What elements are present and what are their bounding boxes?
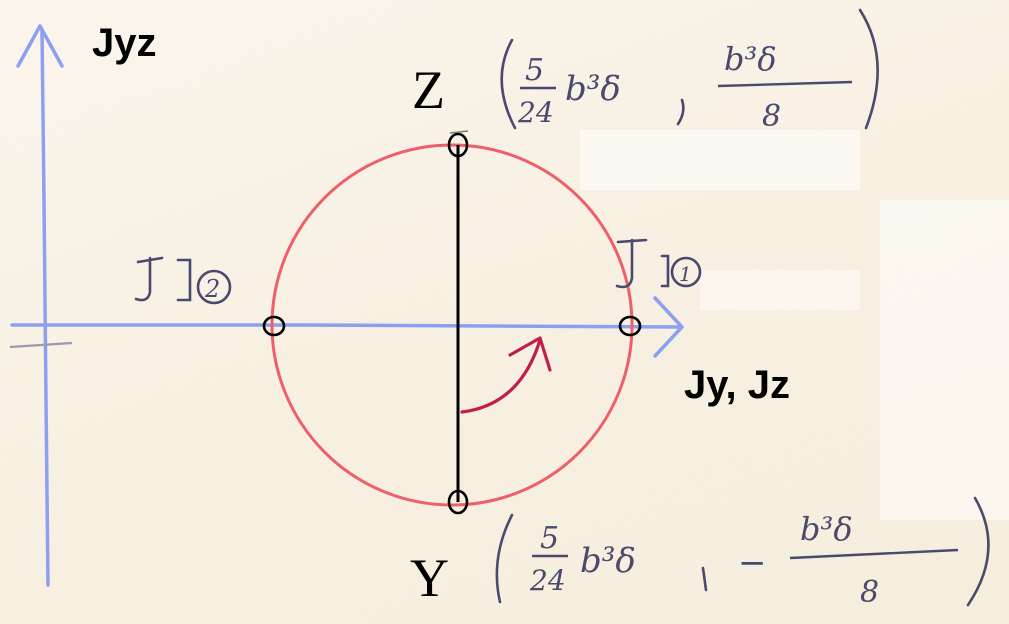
left-principal-label-index: 2	[204, 275, 220, 303]
vertical-axis-label: Jyz	[92, 21, 157, 65]
horizontal-axis-label: Jy, Jz	[684, 363, 790, 407]
top-comma	[676, 98, 685, 126]
bottom-y-sign: −	[738, 543, 767, 583]
bottom-x-denominator: 24	[529, 564, 566, 597]
horizontal-axis-arrowhead	[653, 296, 684, 358]
top-x-numerator: 5	[525, 53, 544, 88]
rotation-arrowhead	[508, 336, 552, 372]
point-top-tick	[449, 130, 469, 134]
point-bottom	[447, 489, 469, 515]
left-principal-label: 2	[134, 256, 232, 305]
bottom-y-numerator: b³δ	[800, 510, 853, 548]
top-y-numerator: b³δ	[724, 40, 777, 78]
top-x-variable: b³δ	[565, 69, 621, 109]
bottom-x-variable: b³δ	[580, 541, 636, 581]
mohr-circle	[270, 143, 634, 507]
point-top-label: Z	[412, 60, 445, 120]
point-bottom-label: Y	[410, 548, 449, 608]
rotation-arrow	[460, 338, 542, 414]
top-y-denominator: 8	[762, 99, 781, 134]
paper-patch	[580, 130, 860, 190]
point-right	[618, 315, 642, 337]
origin-tick	[9, 341, 73, 349]
bottom-x-numerator: 5	[540, 521, 559, 556]
top-coordinate: 5 24 b³δ b³δ 8	[500, 8, 879, 134]
point-left	[262, 315, 286, 337]
paper-patch	[700, 270, 860, 310]
right-principal-label: 1	[615, 238, 702, 289]
vertical-axis	[40, 28, 50, 587]
paper-patch	[880, 200, 1009, 520]
bottom-coordinate: 5 24 b³δ − b³δ 8	[495, 496, 990, 610]
bottom-comma	[701, 566, 708, 592]
vertical-axis-arrowhead	[16, 24, 64, 68]
bottom-y-denominator: 8	[860, 575, 879, 610]
point-top	[447, 132, 469, 158]
top-x-denominator: 24	[517, 96, 554, 129]
horizontal-axis	[10, 323, 682, 329]
right-principal-label-index: 1	[679, 262, 692, 286]
